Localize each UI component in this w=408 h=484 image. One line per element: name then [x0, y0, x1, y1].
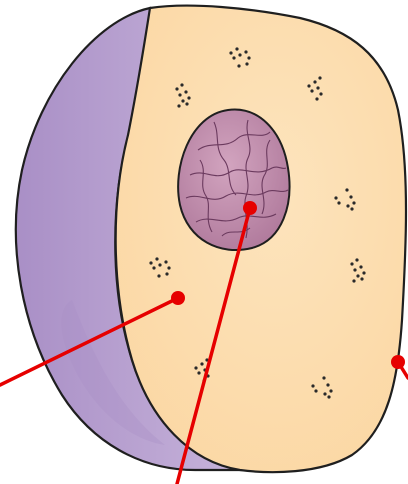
- pointer-dot-cytoplasm: [171, 291, 185, 305]
- pointer-dot-nucleus: [243, 201, 257, 215]
- pointer-dot-cell-membrane: [391, 355, 405, 369]
- nucleus: [178, 110, 289, 250]
